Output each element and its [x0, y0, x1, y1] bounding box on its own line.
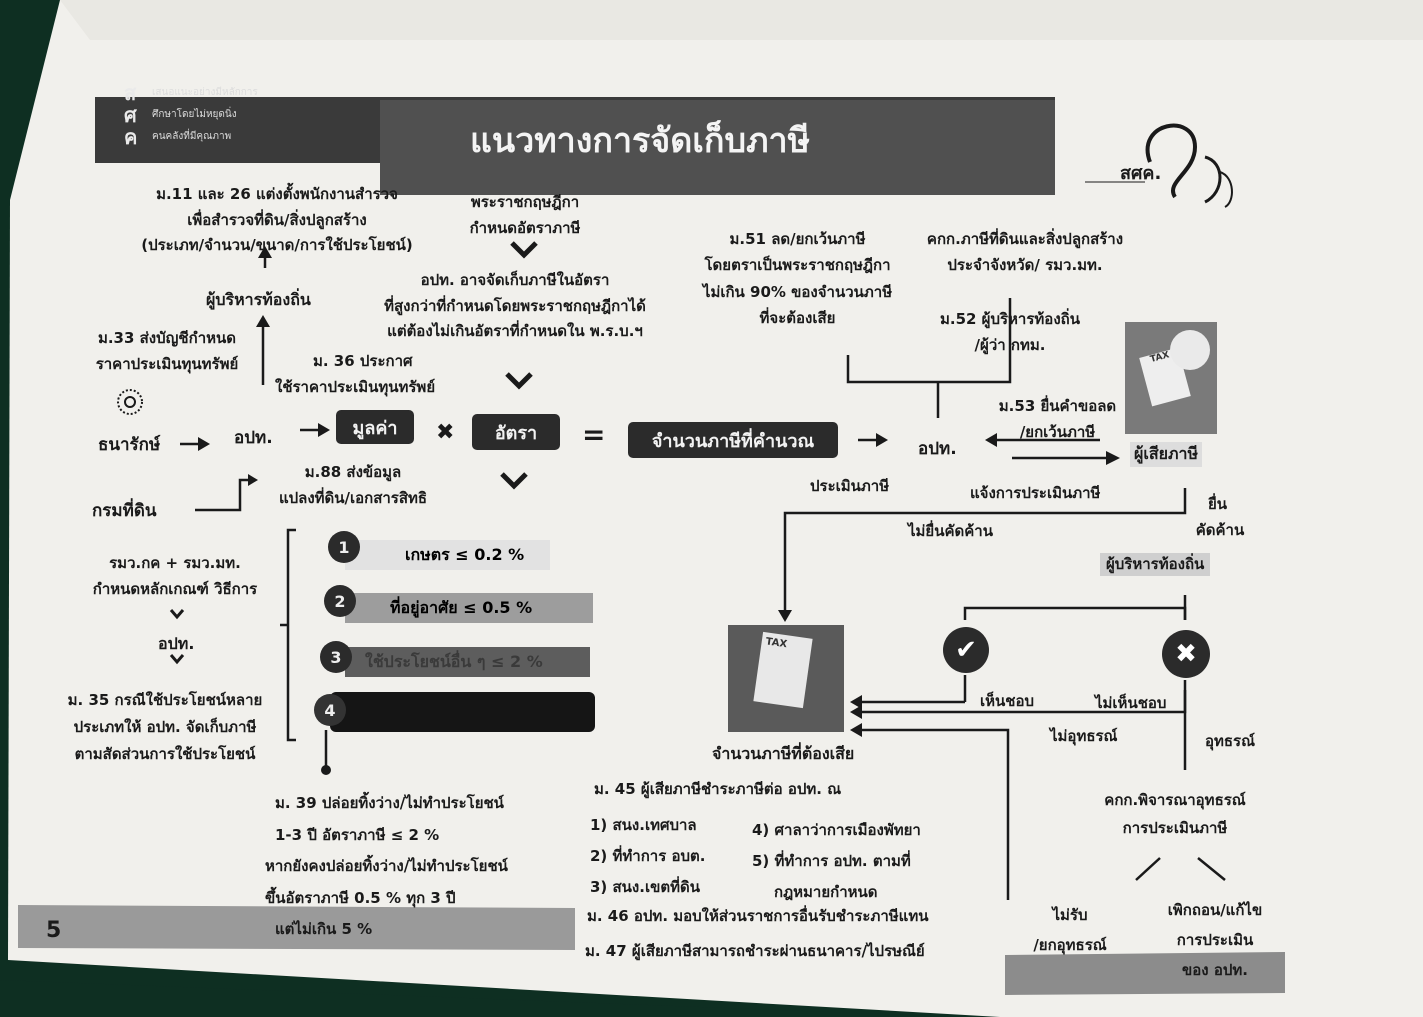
acronym-letter: ค: [124, 125, 138, 149]
value-box: มูลค่า: [336, 410, 414, 444]
m36-text: ม. 36 ประกาศใช้ราคาประเมินทุนทรัพย์: [275, 352, 436, 397]
rate-label: ที่อยู่อาศัย ≤ 0.5 %: [390, 597, 533, 617]
approve-check-icon: ✔: [943, 627, 989, 673]
rate-number-badge: 1: [328, 531, 360, 563]
appeal-committee-text: คกก.พิจารณาอุทธรณ์การประเมินภาษี: [1104, 791, 1246, 837]
rate-bar-agriculture: เกษตร ≤ 0.2 %: [345, 540, 550, 570]
tax-due-label: จำนวนภาษีที่ต้องเสีย: [712, 744, 855, 763]
page-number: 5: [46, 918, 62, 943]
opt-rate-text: อปท. อาจจัดเก็บภาษีในอัตราที่สูงกว่าที่ก…: [384, 271, 646, 340]
tax-form-icon: TAX: [753, 631, 813, 709]
disagree-label: ไม่เห็นชอบ: [1095, 694, 1167, 712]
page-title: แนวทางการจัดเก็บภาษี: [470, 121, 810, 161]
rate-bar-vacant: [330, 692, 595, 732]
opt-right-label: อปท.: [918, 439, 957, 459]
person-icon: [1170, 330, 1210, 370]
acronym-letter: ส: [124, 81, 137, 105]
m52-text: ม.52 ผู้บริหารท้องถิ่น/ผู้ว่า กทม.: [940, 310, 1080, 355]
objection-label: ยื่นคัดค้าน: [1195, 495, 1245, 540]
acronym-letter: ศ: [124, 103, 137, 127]
m88-text: ม.88 ส่งข้อมูลแปลงที่ดิน/เอกสารสิทธิ: [278, 463, 428, 508]
equals-sign: =: [582, 418, 606, 451]
reject-x-icon: ✖: [1162, 630, 1210, 678]
province-committee-text: คกก.ภาษีที่ดินและสิ่งปลูกสร้างประจำจังหว…: [926, 230, 1124, 275]
m46-text: ม. 46 อปท. มอบให้ส่วนราชการอื่นรับชำระภา…: [587, 907, 929, 925]
assess-label: ประเมินภาษี: [810, 477, 890, 495]
land-dept-label: กรมที่ดิน: [92, 501, 157, 521]
rate-number-badge: 3: [320, 641, 352, 673]
ministers-text: รมว.กค + รมว.มท.กำหนดหลักเกณฑ์ วิธีการ: [92, 554, 258, 599]
m47-text: ม. 47 ผู้เสียภาษีสามารถชำระผ่านธนาคาร/ไป…: [585, 942, 925, 960]
notify-label: แจ้งการประเมินภาษี: [970, 484, 1101, 502]
m51-text: ม.51 ลด/ยกเว้นภาษีโดยตราเป็นพระราชกฤษฎีก…: [702, 230, 893, 327]
m35-text: ม. 35 กรณีใช้ประโยชน์หลายประเภทให้ อปท. …: [67, 691, 263, 763]
taxpayer-label: ผู้เสียภาษี: [1130, 442, 1203, 467]
opt-label: อปท.: [234, 428, 273, 448]
local-exec-right-label: ผู้บริหารท้องถิ่น: [1100, 553, 1211, 577]
rate-label: เกษตร ≤ 0.2 %: [405, 544, 525, 564]
rate-number-badge: 2: [324, 585, 356, 617]
taxpayer-image: TAX: [1125, 322, 1217, 434]
rate-number-badge: 4: [314, 694, 346, 726]
appeal-label: อุทธรณ์: [1205, 732, 1256, 750]
local-executive-label: ผู้บริหารท้องถิ่น: [206, 290, 311, 309]
acronym-text: คนคลังที่มีคุณภาพ: [152, 131, 232, 142]
no-objection-label: ไม่ยื่นคัดค้าน: [908, 522, 993, 540]
acronym-text: เสนอแนะอย่างมีหลักการ: [152, 87, 258, 98]
m45-text: ม. 45 ผู้เสียภาษีชำระภาษีต่อ อปท. ณ: [594, 780, 842, 798]
sorkorkor-logo: [1085, 123, 1233, 208]
m53-text: ม.53 ยื่นคำขอลด/ยกเว้นภาษี: [998, 397, 1117, 442]
survey-text: ม.11 และ 26 แต่งตั้งพนักงานสำรวจเพื่อสำร…: [141, 185, 413, 254]
rate-bar-other: ใช้ประโยชน์อื่น ๆ ≤ 2 %: [345, 647, 590, 677]
agree-label: เห็นชอบ: [980, 692, 1034, 710]
times-sign: ✖: [436, 420, 455, 445]
m33-text: ม.33 ส่งบัญชีกำหนดราคาประเมินทุนทรัพย์: [95, 329, 239, 374]
rate-box: อัตรา: [472, 414, 560, 450]
m39-text: ม. 39 ปล่อยทิ้งว่าง/ไม่ทำประโยชน์ 1-3 ปี…: [265, 794, 508, 938]
computed-tax-box: จำนวนภาษีที่คำนวณ: [628, 422, 838, 458]
reject-appeal-text: ไม่รับ/ยกอุทธรณ์: [1033, 906, 1107, 954]
treasury-label: ธนารักษ์: [98, 435, 161, 455]
no-appeal-label: ไม่อุทธรณ์: [1050, 727, 1118, 745]
acronym-text: ศึกษาโดยไม่หยุดนิ่ง: [152, 109, 237, 120]
decree-text: พระราชกฤษฎีกากำหนดอัตราภาษี: [469, 193, 581, 237]
treasury-seal-icon: [117, 389, 143, 415]
rate-bar-residential: ที่อยู่อาศัย ≤ 0.5 %: [345, 593, 593, 623]
revoke-assessment-text: เพิกถอน/แก้ไขการประเมินของ อปท.: [1167, 901, 1263, 979]
opt2-label: อปท.: [158, 634, 195, 653]
tax-document-image: TAX: [728, 625, 844, 732]
logo-text: สศค.: [1120, 163, 1162, 184]
rate-label: ใช้ประโยชน์อื่น ๆ ≤ 2 %: [365, 651, 543, 671]
